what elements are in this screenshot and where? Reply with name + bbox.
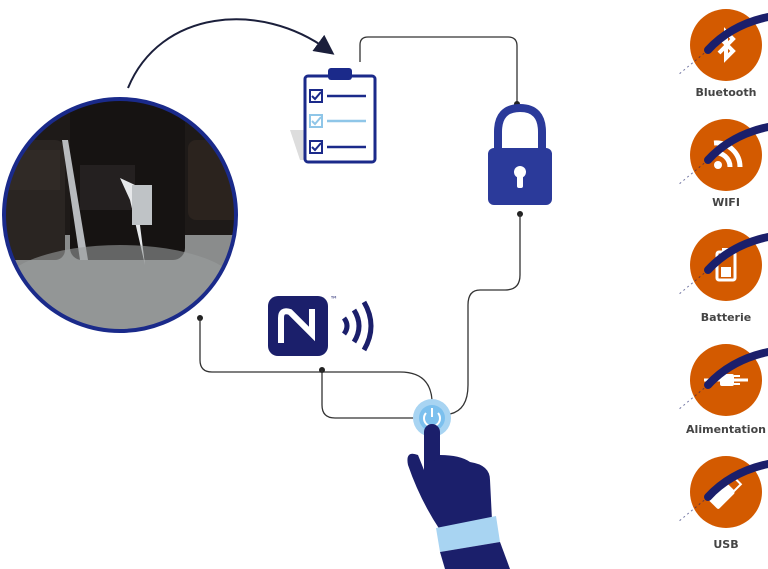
wifi-icon — [677, 119, 768, 191]
bottle-photo — [2, 97, 238, 333]
nfc-logo-icon: ™ — [268, 295, 374, 356]
padlock-icon — [488, 103, 552, 205]
power-plug-icon — [677, 344, 768, 416]
battery-icon — [677, 229, 768, 301]
feature-usb: USB — [671, 452, 768, 551]
feature-alimentation: Alimentation — [671, 340, 768, 436]
feature-label: USB — [713, 538, 739, 551]
feature-label: Bluetooth — [695, 86, 757, 99]
feature-label: Alimentation — [686, 423, 766, 436]
feature-label: Batterie — [700, 311, 752, 324]
checklist-clipboard-icon — [290, 68, 377, 164]
usb-icon — [677, 456, 768, 528]
line-lock-to-button — [449, 214, 521, 415]
line-photo-to-button — [199, 318, 433, 401]
line-nfc-to-button — [321, 370, 414, 419]
nfc-trademark: ™ — [330, 295, 338, 304]
feature-batterie: Batterie — [671, 225, 768, 324]
arrow-photo-to-checklist — [127, 18, 335, 89]
feature-label: WIFI — [712, 196, 740, 209]
feature-bluetooth: Bluetooth — [671, 5, 768, 99]
power-button[interactable] — [413, 399, 451, 437]
bluetooth-icon — [677, 9, 768, 81]
pointing-hand-icon — [407, 424, 510, 569]
line-checklist-to-lock — [359, 36, 518, 102]
feature-wifi: WIFI — [671, 115, 768, 209]
